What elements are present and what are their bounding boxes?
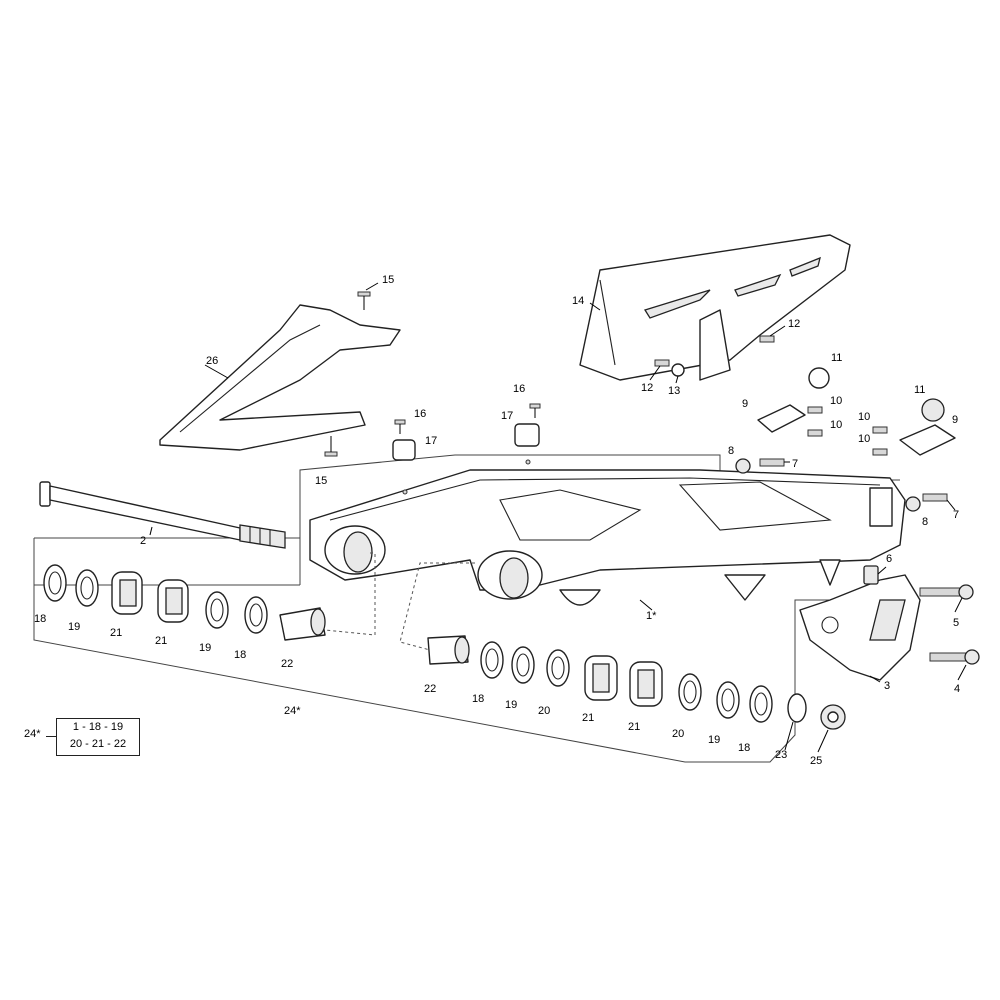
kit-group-outline	[33, 538, 860, 763]
callout-21b: 21	[155, 635, 167, 647]
callout-15a: 15	[382, 274, 394, 286]
callout-19d: 19	[708, 734, 720, 746]
callout-10b: 10	[830, 419, 842, 431]
callout-19c: 19	[505, 699, 517, 711]
callout-20b: 20	[672, 728, 684, 740]
hardware-parts	[324, 291, 980, 730]
chain-slider	[159, 304, 401, 451]
kit-note-line-1: 1 - 18 - 19	[72, 721, 124, 733]
kit-note-connector	[46, 736, 56, 737]
kit-note-line-2: 20 - 21 - 22	[69, 738, 127, 750]
callout-8b: 8	[922, 516, 928, 528]
callout-21c: 21	[582, 712, 594, 724]
callout-21d: 21	[628, 721, 640, 733]
callout-13: 13	[668, 385, 680, 397]
callout-17a: 17	[425, 435, 437, 447]
kit-note-tag: 24*	[24, 728, 41, 740]
swingarm	[309, 459, 906, 606]
callout-14: 14	[572, 295, 584, 307]
callout-16a: 16	[414, 408, 426, 420]
callout-9a: 9	[742, 398, 748, 410]
callout-10a: 10	[830, 395, 842, 407]
chain-guard	[579, 234, 851, 381]
callout-6: 6	[886, 553, 892, 565]
callout-11b: 11	[914, 384, 925, 396]
callout-19a: 19	[68, 621, 80, 633]
bearings-left	[43, 564, 326, 641]
callout-2: 2	[140, 535, 146, 547]
callout-23: 23	[775, 749, 787, 761]
bearings-right	[427, 635, 773, 723]
callout-7a: 7	[792, 458, 798, 470]
callout-12a: 12	[788, 318, 800, 330]
swingarm-axle	[39, 481, 286, 549]
callout-15b: 15	[315, 475, 327, 487]
callout-25: 25	[810, 755, 822, 767]
callout-22a: 22	[281, 658, 293, 670]
callout-16b: 16	[513, 383, 525, 395]
callout-18a: 18	[34, 613, 46, 625]
callout-4: 4	[954, 683, 960, 695]
callout-10d: 10	[858, 433, 870, 445]
leader-lines	[149, 282, 967, 753]
callout-18d: 18	[738, 742, 750, 754]
callout-9b: 9	[952, 414, 958, 426]
chain-guide	[799, 574, 921, 681]
callout-17b: 17	[501, 410, 513, 422]
callout-24: 24*	[284, 705, 301, 717]
callout-10c: 10	[858, 411, 870, 423]
callout-26: 26	[206, 355, 218, 367]
callout-18b: 18	[234, 649, 246, 661]
callout-8a: 8	[728, 445, 734, 457]
callout-11a: 11	[831, 352, 842, 364]
callout-19b: 19	[199, 642, 211, 654]
callout-22b: 22	[424, 683, 436, 695]
callout-3: 3	[884, 680, 890, 692]
callout-12b: 12	[641, 382, 653, 394]
callout-20a: 20	[538, 705, 550, 717]
callout-5: 5	[953, 617, 959, 629]
callout-18c: 18	[472, 693, 484, 705]
callout-1: 1*	[646, 610, 657, 622]
callout-21a: 21	[110, 627, 122, 639]
callout-7b: 7	[953, 509, 959, 521]
kit-note-box: 1 - 18 - 19 20 - 21 - 22	[56, 718, 140, 756]
